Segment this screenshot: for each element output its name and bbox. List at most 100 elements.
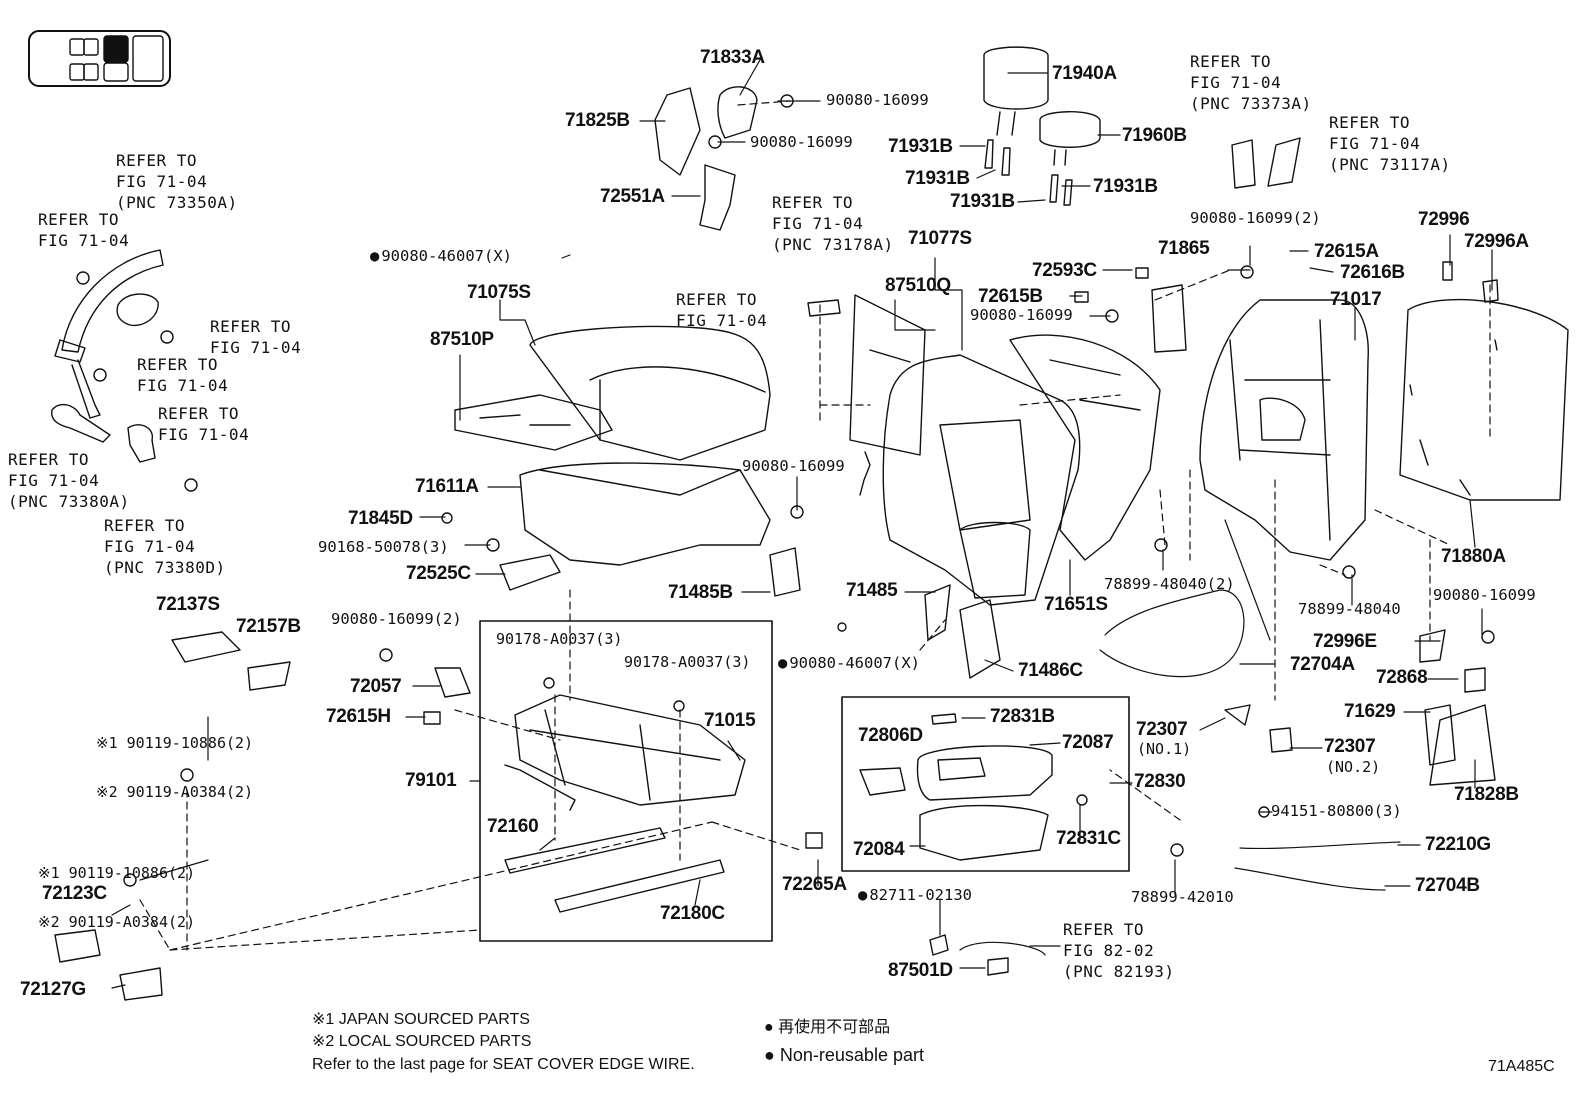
part-number-94151-80800-3: 94151-80800(3): [1271, 802, 1402, 820]
part-number-90080-46007: 90080-46007(X): [370, 248, 512, 265]
part-number-71485: 71485: [846, 580, 898, 601]
part-number-72831C: 72831C: [1056, 828, 1121, 849]
part-number-72087: 72087: [1062, 732, 1114, 753]
part-number-72830: 72830: [1134, 771, 1186, 792]
ref-line: REFER TO: [210, 317, 292, 336]
seat-belt-parts: [51, 249, 198, 492]
part-number-71825B: 71825B: [565, 110, 630, 131]
part-number-71845D: 71845D: [348, 508, 413, 529]
seat-cushion: [454, 325, 771, 566]
ref-line: FIG 71-04: [210, 338, 302, 357]
part-number-72057: 72057: [350, 676, 402, 697]
part-number-90080-46007: 90080-46007(X): [778, 655, 920, 672]
part-number-87501D: 87501D: [888, 960, 953, 981]
part-number-71611A: 71611A: [415, 476, 479, 497]
part-number-87510Q: 87510Q: [885, 275, 951, 296]
part-number-72127G: 72127G: [20, 979, 86, 1000]
ref-line: FIG 71-04: [1190, 73, 1282, 92]
part-number-72307-no1: 72307: [1136, 719, 1188, 740]
part-number-72210G: 72210G: [1425, 834, 1491, 855]
ref-line: (PNC 73380D): [104, 558, 226, 577]
ref-line: FIG 71-04: [38, 231, 130, 250]
part-number-71485B: 71485B: [668, 582, 733, 603]
legend-nonreusable-jp: ● 再使用不可部品: [764, 1020, 890, 1036]
ref-line: (PNC 73380A): [8, 492, 130, 511]
part-number-72868: 72868: [1376, 667, 1428, 688]
part-number-72704A: 72704A: [1290, 654, 1355, 675]
reference-note: REFER TO FIG 71-04: [210, 316, 301, 358]
part-number-72157B: 72157B: [236, 616, 301, 637]
part-number-90080-16099: 90080-16099: [826, 91, 929, 109]
part-number-71833A: 71833A: [700, 47, 765, 68]
seat-frame-and-rails: [423, 667, 823, 913]
nonreusable-jp-text: 再使用不可部品: [778, 1019, 891, 1036]
part-number-90178-A0037-3: 90178-A0037(3): [624, 653, 751, 671]
part-number-71015: 71015: [704, 710, 756, 731]
cables: [959, 519, 1401, 956]
part-number-72615B: 72615B: [978, 286, 1043, 307]
part-number-71651S: 71651S: [1044, 594, 1108, 615]
ref-line: (PNC 73178A): [772, 235, 894, 254]
headrest-parts: [654, 46, 1101, 231]
part-number-72616B: 72616B: [1340, 262, 1405, 283]
seat-back-board: [1399, 298, 1569, 501]
sourced-part-callout-lower: ※1 90119-10886(2) ※2 90119-A0384(2): [38, 836, 195, 945]
part-number-71486C: 71486C: [1018, 660, 1083, 681]
armrest-parts: [859, 713, 1088, 861]
part-number-72180C: 72180C: [660, 903, 725, 924]
ref-line: REFER TO: [1063, 920, 1145, 939]
part-variant-no1: (NO.1): [1137, 740, 1192, 758]
part-number-72265A: 72265A: [782, 874, 847, 895]
legend-local-sourced: ※2 LOCAL SOURCED PARTS: [312, 1033, 532, 1050]
part-number-72551A: 72551A: [600, 186, 665, 207]
part-number-71931B: 71931B: [888, 136, 953, 157]
ref-line: FIG 71-04: [772, 214, 864, 233]
legend-japan-sourced: ※1 JAPAN SOURCED PARTS: [312, 1011, 530, 1028]
part-number-71629: 71629: [1344, 701, 1396, 722]
part-number-90168-50078: 90168-50078(3): [318, 538, 449, 556]
sourced-part-line: ※2 90119-A0384(2): [38, 913, 196, 931]
ref-line: REFER TO: [676, 290, 758, 309]
part-number-72593C: 72593C: [1032, 260, 1097, 281]
part-number-71017: 71017: [1330, 289, 1382, 310]
part-number-90080-16099: 90080-16099: [970, 306, 1073, 324]
part-number-71940A: 71940A: [1052, 63, 1117, 84]
sourced-part-line: ※1 90119-10886(2): [38, 864, 196, 882]
part-number-72615H: 72615H: [326, 706, 391, 727]
sourced-part-callout-upper: ※1 90119-10886(2) ※2 90119-A0384(2): [96, 706, 253, 815]
part-number-71931B: 71931B: [905, 168, 970, 189]
part-number-72704B: 72704B: [1415, 875, 1480, 896]
part-number-72307-no2: 72307: [1324, 736, 1376, 757]
part-number-71960B: 71960B: [1122, 125, 1187, 146]
part-number-72615A: 72615A: [1314, 241, 1379, 262]
ref-line: (PNC 73350A): [116, 193, 238, 212]
ref-line: REFER TO: [1190, 52, 1272, 71]
filled-circle-icon: ●: [764, 1045, 775, 1065]
ref-line: FIG 71-04: [104, 537, 196, 556]
part-number-72123C: 72123C: [42, 883, 107, 904]
filled-circle-icon: ●: [764, 1019, 774, 1036]
part-number-78899-48040: 78899-48040: [1298, 600, 1401, 618]
part-number-72996: 72996: [1418, 209, 1470, 230]
part-number-72160: 72160: [487, 816, 539, 837]
ref-line: REFER TO: [137, 355, 219, 374]
reference-note: REFER TO FIG 71-04 (PNC 73373A): [1190, 51, 1312, 114]
part-number-90080-16099: 90080-16099: [742, 457, 845, 475]
ref-line: REFER TO: [116, 151, 198, 170]
legend-nonreusable-en: ● Non-reusable part: [764, 1046, 924, 1064]
misc-top-right-parts: [1074, 137, 1499, 353]
part-number-90080-16099-2: 90080-16099(2): [331, 610, 462, 628]
ref-line: FIG 71-04: [676, 311, 768, 330]
sourced-part-line: ※1 90119-10886(2): [96, 734, 254, 752]
part-number-72831B: 72831B: [990, 706, 1055, 727]
part-number-90080-16099: 90080-16099: [1433, 586, 1536, 604]
ref-line: (PNC 73373A): [1190, 94, 1312, 113]
